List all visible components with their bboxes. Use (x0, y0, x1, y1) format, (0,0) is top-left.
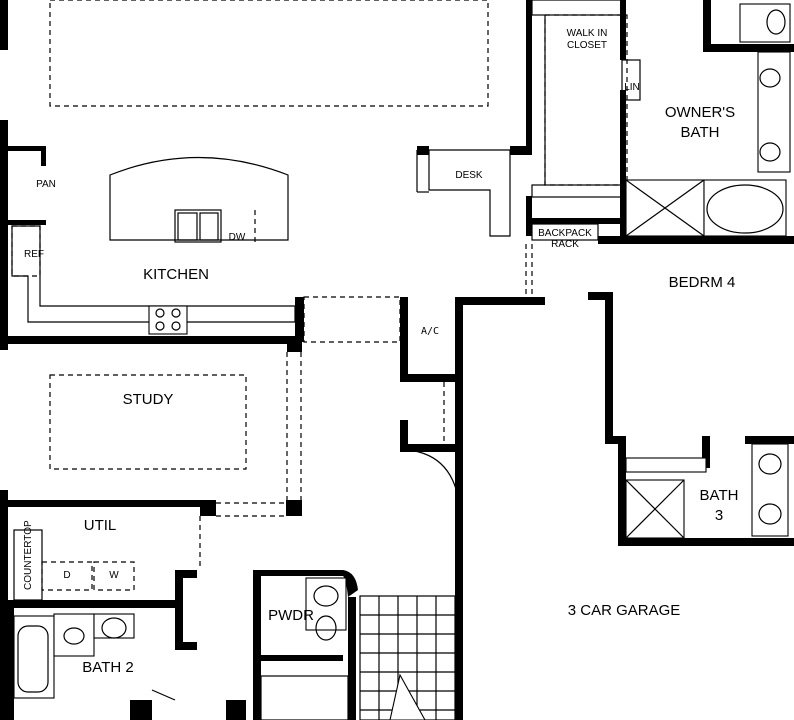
label-countertop: COUNTERTOP (23, 520, 34, 590)
label-ac: A/C (421, 326, 439, 337)
label-dw: DW (229, 232, 246, 243)
room-label-bath3-line1: BATH (700, 487, 739, 504)
label-w: W (109, 570, 119, 581)
foyer-tile (359, 595, 456, 720)
room-label-bedrm4: BEDRM 4 (669, 274, 736, 291)
room-label-study: STUDY (123, 391, 174, 408)
fixture-labels: PAN REF DW DESK WALK IN CLOSET LIN BACKP… (23, 28, 640, 590)
label-pan: PAN (36, 179, 56, 190)
label-walk-in-line1: WALK IN (567, 28, 608, 39)
room-label-bath2: BATH 2 (82, 659, 133, 676)
label-walk-in-line2: CLOSET (567, 40, 607, 51)
room-label-owners-bath-line1: OWNER'S (665, 104, 735, 121)
label-ref: REF (24, 249, 44, 260)
room-label-garage: 3 CAR GARAGE (568, 602, 681, 619)
room-label-pwdr: PWDR (268, 607, 314, 624)
linework (11, 0, 791, 720)
label-desk: DESK (455, 170, 483, 181)
room-label-bath3-line2: 3 (715, 507, 723, 524)
label-backpack-line2: RACK (551, 239, 579, 250)
room-labels: KITCHEN STUDY UTIL BATH 2 PWDR 3 CAR GAR… (82, 104, 738, 676)
room-label-util: UTIL (84, 517, 117, 534)
label-backpack-line1: BACKPACK (538, 228, 592, 239)
label-d: D (63, 570, 70, 581)
room-label-kitchen: KITCHEN (143, 266, 209, 283)
room-label-owners-bath-line2: BATH (681, 124, 720, 141)
label-lin: LIN (624, 82, 640, 93)
